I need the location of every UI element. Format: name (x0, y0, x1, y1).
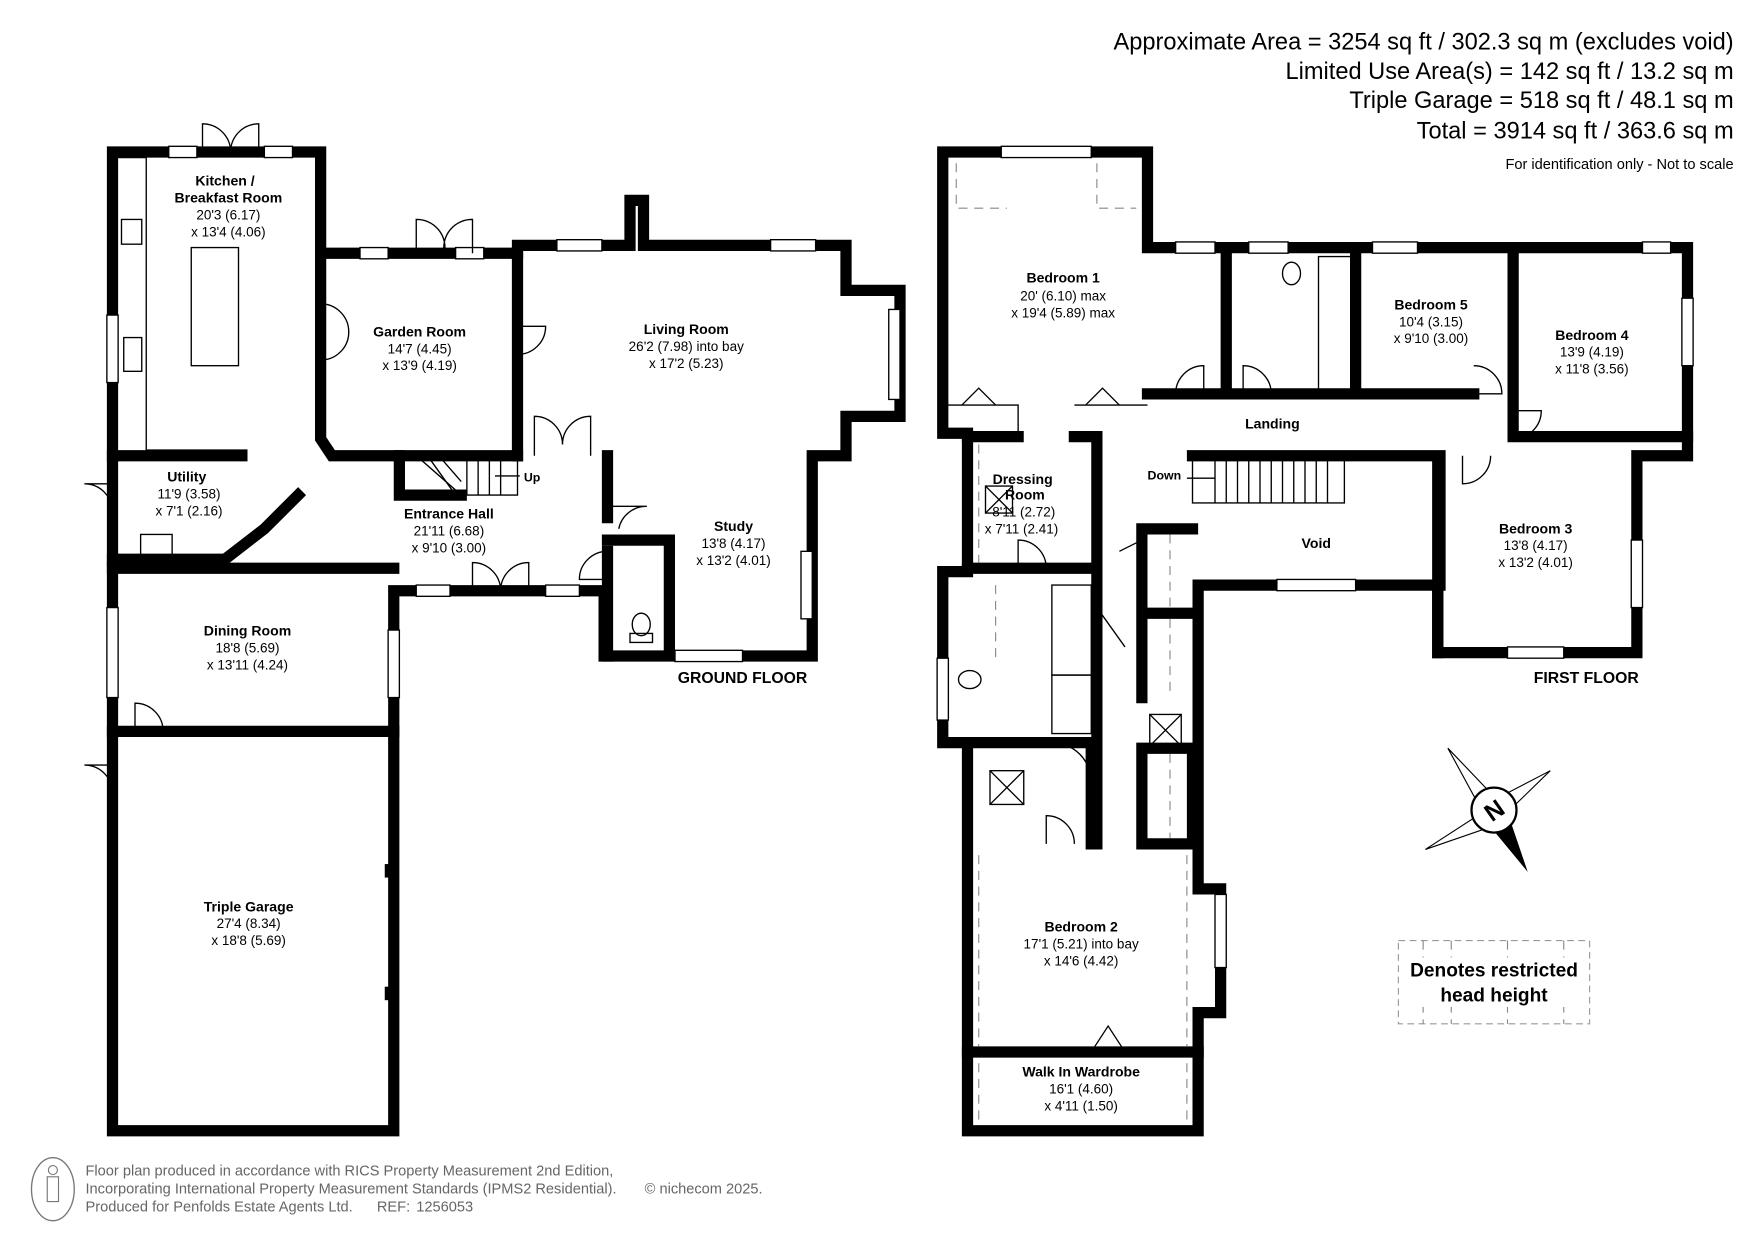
room-dim: 26'2 (7.98) into bay (629, 339, 744, 354)
room-dim: 21'11 (6.68) (414, 524, 485, 539)
room-dim: x 11'8 (3.56) (1555, 362, 1629, 377)
legend-line-2: head height (1440, 985, 1548, 1006)
room-dim: 14'7 (4.45) (388, 341, 452, 356)
room-dim: x 19'4 (5.89) max (1011, 305, 1115, 320)
room-dim: 16'1 (4.60) (1049, 1082, 1113, 1097)
garage-area: Triple Garage = 518 sq ft / 48.1 sq m (1349, 88, 1733, 114)
room-name: Kitchen / (195, 173, 254, 189)
room-name: Room (1005, 487, 1045, 503)
stairs-up-label: Up (524, 471, 541, 485)
room-kitchen: Kitchen / Breakfast Room 20'3 (6.17) x 1… (175, 173, 283, 240)
room-name: Study (714, 518, 753, 534)
first-floor-labels: Bedroom 1 20' (6.10) max x 19'4 (5.89) m… (985, 269, 1640, 1113)
room-dim: 8'11 (2.72) (992, 504, 1055, 519)
footer-line-2: Incorporating International Property Mea… (86, 1182, 617, 1198)
approx-area: Approximate Area = 3254 sq ft / 302.3 sq… (1114, 30, 1734, 56)
first-floor-plan: Down (936, 145, 1694, 1137)
room-dim: 27'4 (8.34) (217, 916, 281, 931)
room-walk-in-wardrobe: Walk In Wardrobe 16'1 (4.60) x 4'11 (1.5… (1022, 1064, 1140, 1114)
room-dim: x 18'8 (5.69) (211, 933, 286, 948)
room-dim: x 13'4 (4.06) (191, 224, 266, 239)
ground-floor-label: GROUND FLOOR (678, 670, 808, 687)
ground-stairs: Up (414, 455, 541, 496)
room-name: Triple Garage (204, 898, 294, 914)
room-name: Dining Room (204, 623, 291, 639)
room-dim: x 14'6 (4.42) (1044, 953, 1119, 968)
room-dim: x 7'1 (2.16) (155, 503, 222, 518)
room-dressing: Dressing Room 8'11 (2.72) x 7'11 (2.41) (985, 471, 1059, 537)
footer-line-1: Floor plan produced in accordance with R… (86, 1164, 614, 1180)
room-name: Garden Room (373, 323, 466, 339)
room-name: Breakfast Room (175, 190, 283, 206)
room-void: Void (1302, 535, 1331, 551)
room-dim: x 9'10 (3.00) (412, 540, 487, 555)
area-summary: Approximate Area = 3254 sq ft / 302.3 sq… (1114, 30, 1734, 173)
room-name: Living Room (644, 321, 729, 337)
scale-note: For identification only - Not to scale (1505, 157, 1733, 173)
room-name: Utility (167, 469, 206, 485)
room-dim: x 17'2 (5.23) (649, 356, 724, 371)
room-dim: 13'8 (4.17) (1504, 538, 1568, 553)
room-dim: x 13'2 (4.01) (1498, 555, 1573, 570)
total-area: Total = 3914 sq ft / 363.6 sq m (1417, 118, 1734, 144)
person-icon (30, 1157, 75, 1222)
first-floor-label: FIRST FLOOR (1534, 670, 1640, 687)
room-name: Entrance Hall (404, 506, 494, 522)
room-name: Dressing (993, 471, 1053, 487)
room-dim: 18'8 (5.69) (215, 641, 279, 656)
room-dim: 13'8 (4.17) (701, 536, 765, 551)
room-bedroom-2: Bedroom 2 17'1 (5.21) into bay x 14'6 (4… (1024, 919, 1139, 969)
room-dim: 17'1 (5.21) into bay (1024, 936, 1139, 951)
room-dim: 20' (6.10) max (1020, 288, 1106, 303)
room-name: Bedroom 3 (1499, 520, 1573, 536)
footer-line-3: Produced for Penfolds Estate Agents Ltd. (86, 1200, 353, 1216)
room-dim: x 13'9 (4.19) (382, 358, 457, 373)
room-name: Bedroom 2 (1044, 919, 1118, 935)
footer-copyright: © nichecom 2025. (645, 1182, 763, 1198)
room-living: Living Room 26'2 (7.98) into bay x 17'2 … (629, 321, 744, 371)
room-name: Bedroom 4 (1555, 327, 1629, 343)
room-utility: Utility 11'9 (3.58) x 7'1 (2.16) (155, 469, 222, 519)
room-garden: Garden Room 14'7 (4.45) x 13'9 (4.19) (373, 323, 466, 373)
room-garage: Triple Garage 27'4 (8.34) x 18'8 (5.69) (204, 898, 294, 948)
room-bedroom-4: Bedroom 4 13'9 (4.19) x 11'8 (3.56) (1555, 327, 1629, 377)
room-entrance-hall: Entrance Hall 21'11 (6.68) x 9'10 (3.00) (404, 506, 494, 556)
room-dim: x 13'11 (4.24) (207, 657, 288, 672)
room-name: Bedroom 5 (1394, 296, 1468, 312)
ground-floor-labels: Kitchen / Breakfast Room 20'3 (6.17) x 1… (155, 173, 807, 948)
room-bedroom-1: Bedroom 1 20' (6.10) max x 19'4 (5.89) m… (1011, 269, 1115, 320)
footer-ref-label: REF: (377, 1200, 410, 1216)
limited-area: Limited Use Area(s) = 142 sq ft / 13.2 s… (1285, 59, 1733, 85)
room-dim: 13'9 (4.19) (1560, 345, 1624, 360)
room-bedroom-5: Bedroom 5 10'4 (3.15) x 9'10 (3.00) (1394, 296, 1469, 346)
footer-ref: 1256053 (416, 1200, 473, 1216)
room-dim: x 9'10 (3.00) (1394, 331, 1469, 346)
room-study: Study 13'8 (4.17) x 13'2 (4.01) (696, 518, 771, 568)
room-landing: Landing (1245, 416, 1300, 432)
room-bedroom-3: Bedroom 3 13'8 (4.17) x 13'2 (4.01) (1498, 520, 1573, 570)
compass-icon: N (1425, 747, 1551, 872)
footer: Floor plan produced in accordance with R… (30, 1157, 763, 1222)
room-dim: 20'3 (6.17) (196, 207, 260, 222)
legend-line-1: Denotes restricted (1410, 961, 1578, 982)
room-dim: 10'4 (3.15) (1399, 314, 1463, 329)
room-dim: x 7'11 (2.41) (985, 521, 1059, 536)
ground-floor-plan: Up (84, 123, 906, 1137)
room-name: Walk In Wardrobe (1022, 1064, 1140, 1080)
room-dining: Dining Room 18'8 (5.69) x 13'11 (4.24) (204, 623, 291, 673)
first-floor-stairs: Down (1148, 455, 1346, 504)
room-dim: x 13'2 (4.01) (696, 553, 771, 568)
room-dim: 11'9 (3.58) (157, 486, 220, 501)
room-name: Bedroom 1 (1026, 269, 1100, 285)
restricted-height-legend: Denotes restricted head height (1397, 940, 1591, 1025)
stairs-down-label: Down (1148, 468, 1182, 482)
room-dim: x 4'11 (1.50) (1044, 1098, 1118, 1113)
